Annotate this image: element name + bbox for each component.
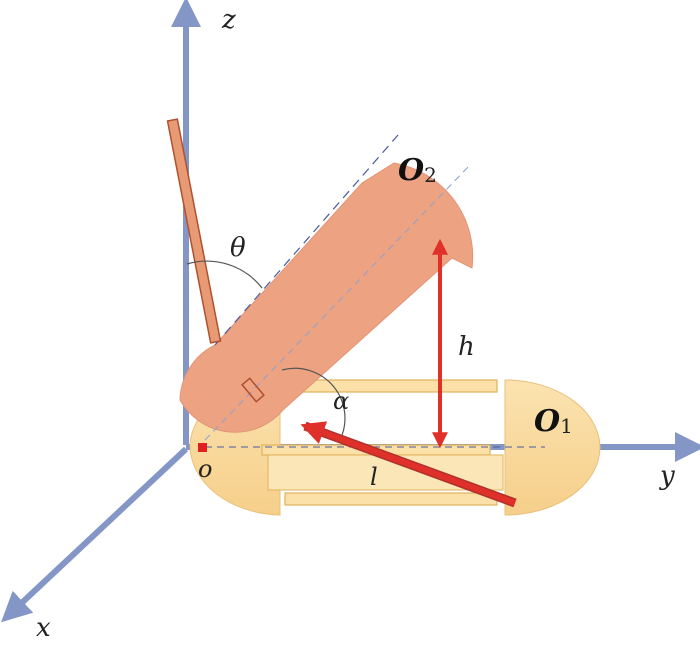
x-axis [1,446,189,623]
alpha-label: α [333,387,349,415]
base-right-cap [504,379,601,516]
top-rail [284,379,498,393]
origin-marker [198,443,207,452]
o2-label: O2 [398,153,437,188]
length-rod [300,421,517,506]
height-label: h [458,332,475,362]
x-axis-label: x [36,613,51,643]
hinge-marker [241,377,265,403]
z-axis-label: z [221,5,236,35]
arm-edge-dashed-line [214,134,399,346]
arm-notch [283,410,300,440]
alpha-arc [281,367,346,441]
rotating-arm [179,162,474,433]
bottom-rail [284,492,498,506]
length-label: l [370,463,378,491]
tilted-rod [166,118,222,344]
theta-label: θ [230,233,246,263]
y-axis-label: y [659,461,675,491]
o1-label: O1 [534,404,573,439]
theta-arc [186,260,263,289]
origin-label: o [198,455,212,483]
